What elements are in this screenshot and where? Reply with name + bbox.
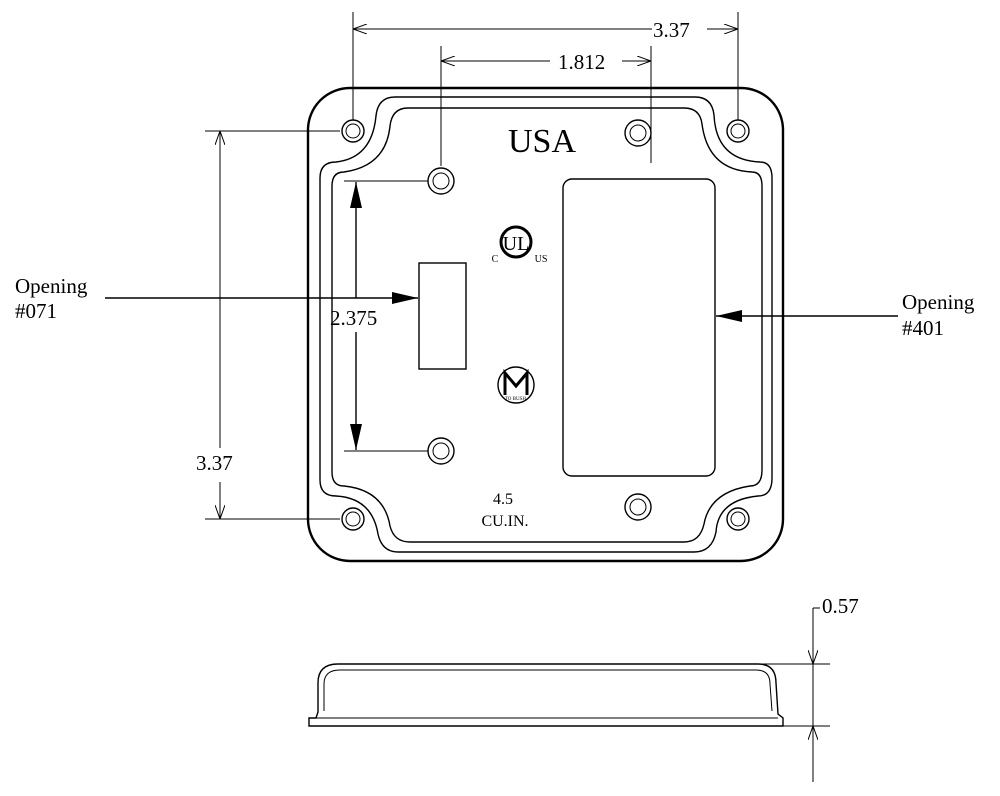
manufacturer-logo: TO BUSH. bbox=[497, 366, 535, 404]
cert-mark-left: C bbox=[492, 254, 499, 265]
logo-caption: TO BUSH. bbox=[505, 397, 527, 402]
corner-hole-top-left bbox=[341, 119, 365, 143]
switch-hole-bottom bbox=[427, 437, 455, 465]
callout-opening-071: Opening #071 bbox=[15, 274, 418, 323]
raised-boss-inner bbox=[331, 107, 763, 543]
side-profile-outer bbox=[308, 663, 784, 727]
plate-outline bbox=[306, 86, 785, 563]
callout-401-line2: #401 bbox=[902, 316, 944, 340]
switch-hole-top bbox=[427, 167, 455, 195]
dim-depth-text: 0.57 bbox=[822, 594, 859, 618]
callout-071-line1: Opening bbox=[15, 274, 88, 298]
volume-value: 4.5 bbox=[493, 491, 513, 508]
corner-hole-bottom-right bbox=[726, 507, 750, 531]
side-profile-inner bbox=[323, 669, 773, 712]
callout-071-line2: #071 bbox=[15, 299, 57, 323]
dimension-hole-spacing: 1.812 bbox=[440, 46, 652, 166]
corner-hole-bottom-left bbox=[341, 507, 365, 531]
receptacle-hole-top bbox=[624, 119, 652, 147]
certification-mark: UL C US bbox=[492, 225, 548, 265]
callout-opening-401: Opening #401 bbox=[716, 290, 975, 340]
dim-overall-width-text: 3.37 bbox=[653, 18, 690, 42]
corner-hole-top-right bbox=[726, 119, 750, 143]
dimension-depth: 0.57 bbox=[758, 594, 859, 782]
cert-mark-right: US bbox=[535, 254, 548, 265]
dim-switch-holes-text: 2.375 bbox=[330, 306, 377, 330]
dim-overall-height-text: 3.37 bbox=[196, 451, 233, 475]
receptacle-hole-bottom bbox=[624, 493, 652, 521]
dim-hole-spacing-text: 1.812 bbox=[558, 50, 605, 74]
dimension-overall-width: 3.37 bbox=[352, 12, 739, 120]
raised-boss-outer bbox=[319, 96, 773, 553]
usa-emboss: USA bbox=[508, 123, 576, 160]
dimension-overall-height: 3.37 bbox=[196, 130, 340, 520]
toggle-opening bbox=[418, 262, 467, 370]
callout-401-line1: Opening bbox=[902, 290, 975, 314]
top-view: USA UL C US TO BUSH. 4.5 CU.IN. bbox=[306, 86, 785, 563]
cert-mark-letters: UL bbox=[503, 233, 530, 255]
dimension-switch-holes: 2.375 bbox=[330, 180, 428, 452]
volume-unit: CU.IN. bbox=[481, 513, 528, 530]
decorator-opening bbox=[562, 178, 716, 477]
side-view bbox=[308, 663, 784, 727]
